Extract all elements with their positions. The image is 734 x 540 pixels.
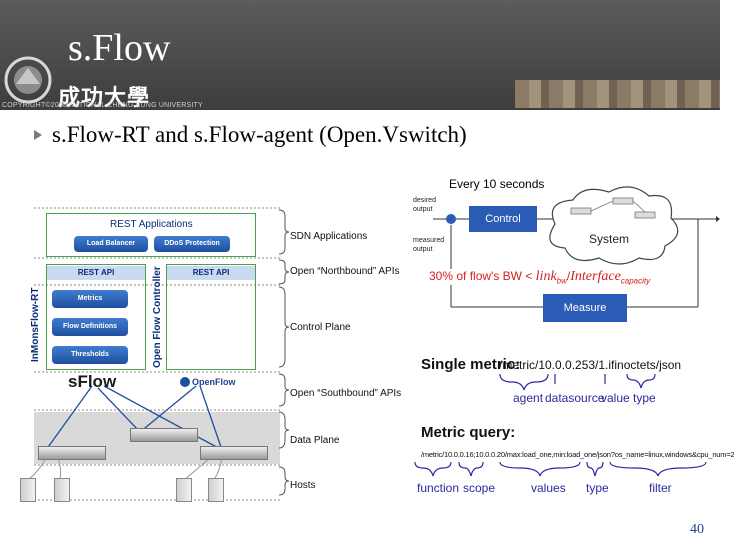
layer-hosts: Hosts — [290, 480, 316, 491]
measure-box: Measure — [543, 294, 627, 322]
query-part-scope: scope — [463, 481, 496, 495]
formula-text: 30% of flow's BW < — [429, 269, 536, 283]
formula-link: link — [535, 269, 557, 284]
interval-label: Every 10 seconds — [449, 177, 545, 191]
bullet-icon — [34, 130, 42, 140]
sflow-rt-frame — [46, 264, 146, 370]
rest-applications-title: REST Applications — [110, 219, 193, 230]
layer-control-plane: Control Plane — [290, 322, 351, 333]
slide-subtitle: s.Flow-RT and s.Flow-agent (Open.Vswitch… — [52, 122, 467, 147]
layer-northbound-apis: Open “Northbound” APIs — [290, 266, 400, 277]
formula-interface: Interface — [570, 269, 621, 284]
single-part-datasource: datasource — [545, 391, 605, 405]
openflow-logo-icon — [180, 377, 190, 387]
host-icon — [208, 478, 224, 502]
sdn-architecture-diagram: REST Applications Load Balancer DDoS Pro… — [20, 207, 402, 502]
desired-output-label: desired output — [413, 197, 436, 213]
single-metric-label: Single metric: — [421, 356, 521, 373]
control-box: Control — [469, 206, 537, 232]
university-emblem-icon — [4, 56, 52, 104]
layer-data-plane: Data Plane — [290, 435, 340, 446]
rest-api-right: REST API — [167, 266, 255, 280]
metrics-box: Metrics — [52, 290, 128, 308]
control-loop-lines — [433, 186, 720, 308]
single-part-type: type — [633, 391, 656, 405]
openflow-logo: OpenFlow — [192, 377, 236, 387]
switch-right — [200, 446, 268, 460]
openflow-controller-frame — [166, 264, 256, 370]
page-number: 40 — [690, 522, 704, 537]
switch-left — [38, 446, 106, 460]
bandwidth-formula: 30% of flow's BW < linkbw/Interfacecapac… — [429, 269, 651, 286]
switch-middle — [130, 428, 198, 442]
sflow-logo: sFlow — [68, 372, 117, 391]
query-part-type: type — [586, 481, 609, 495]
load-balancer-box: Load Balancer — [74, 236, 148, 252]
host-icon — [20, 478, 36, 502]
metric-query-path: /metric/10.0.0.16;10.0.0.20/max:load_one… — [421, 450, 734, 459]
single-part-agent: agent — [513, 391, 544, 405]
rest-applications-frame — [46, 213, 256, 257]
layer-southbound-apis: Open “Southbound” APIs — [290, 388, 402, 399]
formula-interface-sub: capacity — [620, 276, 651, 286]
system-label: System — [589, 232, 630, 246]
single-metric-path: /metric/10.0.0.253/1.ifinoctets/json — [499, 358, 682, 372]
header-campus-photos — [515, 80, 720, 108]
measured-output-label: measured output — [413, 237, 445, 253]
query-part-filter: filter — [649, 481, 672, 495]
copyright-text: COPYRIGHT©2008 NATIONAL CHENG KUNG UNIVE… — [2, 102, 203, 109]
thresholds-box: Thresholds — [52, 346, 128, 364]
slide-title: s.Flow — [68, 27, 171, 69]
layer-separators — [27, 207, 290, 501]
formula-link-sub: bw — [556, 276, 567, 286]
formula-slash: / — [566, 269, 571, 283]
ddos-protection-box: DDoS Protection — [154, 236, 230, 252]
openflow-controller-label: Open Flow Controller — [152, 266, 163, 368]
layer-sdn-applications: SDN Applications — [290, 231, 368, 242]
host-icon — [176, 478, 192, 502]
inmon-sflow-rt-label: InMonsFlow-RT — [30, 287, 41, 362]
host-icon — [54, 478, 70, 502]
university-name: 成功大學 — [58, 86, 151, 111]
metric-diagram: Single metric: /metric/10.0.0.253/1.ifin… — [405, 340, 734, 510]
control-loop-diagram: Every 10 seconds desired output measured… — [405, 172, 720, 327]
metric-brackets — [414, 373, 707, 477]
metric-query-label: Metric query: — [421, 424, 516, 441]
single-part-value: value — [601, 391, 630, 405]
rest-api-left: REST API — [47, 266, 145, 280]
query-part-values: values — [531, 481, 566, 495]
flow-definitions-box: Flow Definitions — [52, 318, 128, 336]
query-part-function: function — [417, 481, 460, 495]
